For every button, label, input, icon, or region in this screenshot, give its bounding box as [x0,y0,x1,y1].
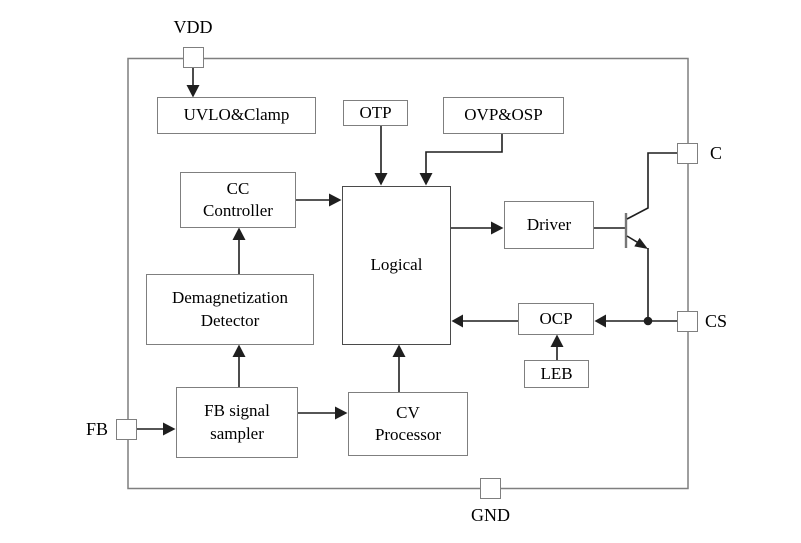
pin-gnd-label: GND [471,505,510,525]
block-fb-signal-sampler: FB signal sampler [176,387,298,458]
block-uvlo-clamp-label: UVLO&Clamp [183,105,290,125]
pin-c-label: C [710,143,723,163]
wire-logical-to-driver [451,221,504,235]
transistor-collector [626,152,677,220]
block-otp: OTP [343,100,408,126]
block-demagnetization-detector-label: Demagnetization Detector [171,288,289,330]
block-demagnetization-detector: Demagnetization Detector [146,274,314,345]
wire-demag-to-cc [232,227,246,274]
pin-vdd-label: VDD [173,17,213,37]
block-logical-label: Logical [370,255,423,275]
block-otp-label: OTP [359,102,392,122]
block-ocp: OCP [518,303,594,335]
wire-vdd-to-uvlo [186,67,200,98]
junction-dot [643,316,653,326]
wire-otp-to-logical [374,126,388,186]
pin-c-square [677,143,698,164]
wire-fbsampler-to-demag [232,344,246,387]
pin-gnd-square [480,478,501,499]
pin-fb-label: FB [85,419,108,439]
block-ovp-osp: OVP&OSP [443,97,564,134]
wire-leb-to-ocp [550,334,564,360]
block-driver: Driver [504,201,594,249]
block-leb-label: LEB [540,363,573,383]
wire-cv-to-logical [392,344,406,392]
block-cv-processor: CV Processor [348,392,468,456]
block-leb: LEB [524,360,589,388]
pin-fb-square [116,419,137,440]
wire-ocp-to-logical [451,314,518,328]
wire-cspin-to-ocp [594,314,677,328]
wire-ovp-to-logical [419,134,503,186]
pin-vdd-square [183,47,204,68]
block-cc-controller-label: CC Controller [203,178,273,220]
chip-boundary [127,57,689,490]
pin-cs-square [677,311,698,332]
wire-cc-to-logical [296,193,342,207]
block-cc-controller: CC Controller [180,172,296,228]
block-driver-label: Driver [526,214,572,234]
block-logical: Logical [342,186,451,345]
block-cv-processor-label: CV Processor [374,402,442,444]
pin-cs-label: CS [705,311,728,331]
block-ovp-osp-label: OVP&OSP [464,105,543,125]
wire-fbpin-to-fbsampler [137,422,176,436]
block-fb-signal-sampler-label: FB signal sampler [204,401,270,443]
block-uvlo-clamp: UVLO&Clamp [157,97,316,134]
wire-fbsampler-to-cv [298,406,348,420]
block-ocp-label: OCP [539,308,573,328]
npn-transistor-icon [624,152,677,321]
